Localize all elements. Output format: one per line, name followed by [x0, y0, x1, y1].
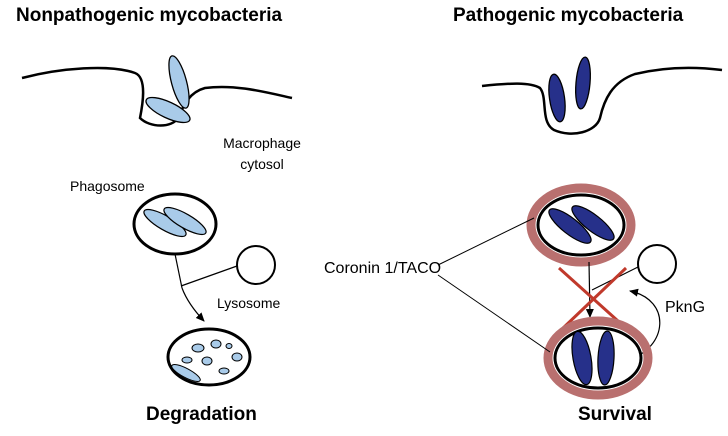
macrophage-label-line2: cytosol	[240, 156, 284, 172]
coronin-coat-lower	[543, 316, 653, 400]
macrophage-membrane-left	[21, 66, 293, 127]
fragment	[231, 352, 243, 362]
phagosome-stem-left	[174, 253, 183, 289]
coronin-leader-upper	[437, 217, 535, 266]
surviving-bacterium-1	[571, 330, 593, 386]
left-panel-title: Nonpathogenic mycobacteria	[16, 5, 283, 26]
lysosome-connector-left	[180, 265, 238, 287]
right-panel-title: Pathogenic mycobacteria	[453, 5, 684, 26]
survival-label: Survival	[578, 404, 652, 425]
lysosome-left	[236, 245, 276, 285]
pathogenic-bacterium-1	[548, 208, 592, 244]
macrophage-label-line1: Macrophage	[223, 135, 301, 151]
pathogenic-panel	[437, 56, 723, 400]
fragment	[191, 343, 205, 353]
degradation-label: Degradation	[146, 404, 257, 425]
nonpathogenic-panel	[21, 55, 293, 387]
fragment	[201, 356, 213, 366]
bacterium-entering-left	[548, 73, 566, 123]
pathogenic-bacterium-2	[571, 205, 615, 241]
coronin-coat-upper	[526, 183, 636, 267]
bacterium-entering-upright	[168, 55, 190, 109]
fragment	[218, 367, 230, 375]
fragment	[210, 339, 222, 349]
phagosome-stem-right	[585, 261, 594, 318]
bacterium-entering-right	[575, 56, 591, 110]
lysosome-label: Lysosome	[217, 295, 281, 311]
pkng-label: PknG	[665, 299, 706, 316]
fragment	[181, 356, 193, 364]
lysosome-right	[637, 244, 677, 284]
surviving-bacterium-2	[597, 330, 615, 386]
phagosome-label: Phagosome	[70, 178, 145, 194]
coronin-leader-lower	[437, 274, 551, 353]
bacterium-entering-angled	[145, 96, 191, 124]
degraded-fragments	[171, 339, 243, 382]
cross-stroke-2	[559, 266, 628, 332]
fusion-arrow-left	[181, 287, 205, 322]
coronin-label: Coronin 1/TACO	[324, 260, 442, 277]
macrophage-membrane-right	[481, 66, 723, 135]
phagosome-bacterium-2	[163, 206, 207, 236]
fragment	[225, 343, 233, 349]
macrophage-cytosol-label: Macrophage cytosol	[222, 133, 302, 175]
fragment-elongated	[171, 364, 201, 382]
